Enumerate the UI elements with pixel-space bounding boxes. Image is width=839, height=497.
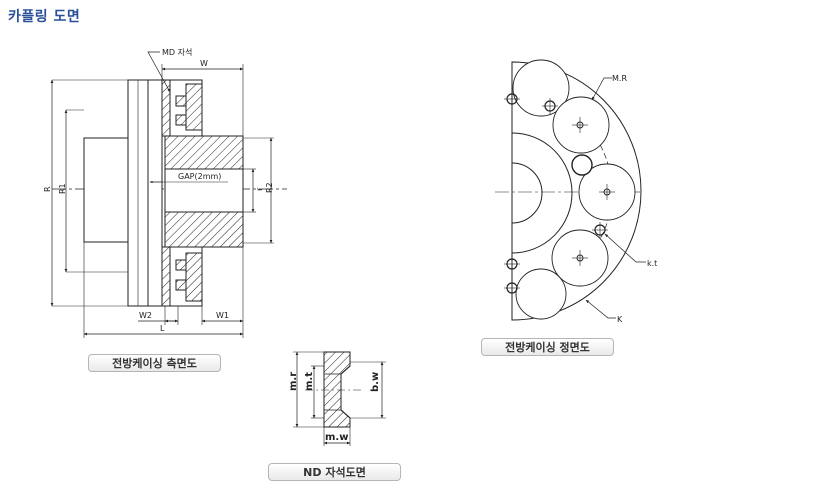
mw-dim-label: m.w <box>325 432 348 443</box>
w-label: W <box>200 59 208 68</box>
front-view-labels: M.R k.t K <box>612 74 657 324</box>
w1-label: W1 <box>216 311 229 320</box>
bw-dim-label: b.w <box>370 372 381 392</box>
w2-label: W2 <box>139 311 152 320</box>
magnet-view <box>293 351 386 446</box>
r1-label: R1 <box>58 183 67 194</box>
front-view-caption: 전방케이싱 정면도 <box>481 338 614 356</box>
side-view <box>50 51 287 338</box>
side-view-labels: MD 자석 W R R1 GAP(2mm) r R2 W2 W1 L <box>43 47 274 333</box>
r-small-label: r <box>255 187 264 191</box>
l-label: L <box>160 324 165 333</box>
r2-label: R2 <box>265 182 274 193</box>
gap-label: GAP(2mm) <box>178 172 221 181</box>
front-view <box>495 59 646 321</box>
mt-dim-label: m.t <box>304 372 315 391</box>
magnet-view-labels: m.r m.t b.w m.w <box>288 372 381 443</box>
side-view-caption: 전방케이싱 측면도 <box>88 354 221 372</box>
k-label: K <box>617 315 623 324</box>
kt-label: k.t <box>647 259 657 268</box>
md-label: MD 자석 <box>162 47 192 57</box>
mr-label: M.R <box>612 74 627 83</box>
r-big-label: R <box>43 186 52 192</box>
magnet-view-caption: ND 자석도면 <box>268 463 401 481</box>
page-title: 카플링 도면 <box>8 9 81 25</box>
mr-dim-label: m.r <box>288 372 299 391</box>
